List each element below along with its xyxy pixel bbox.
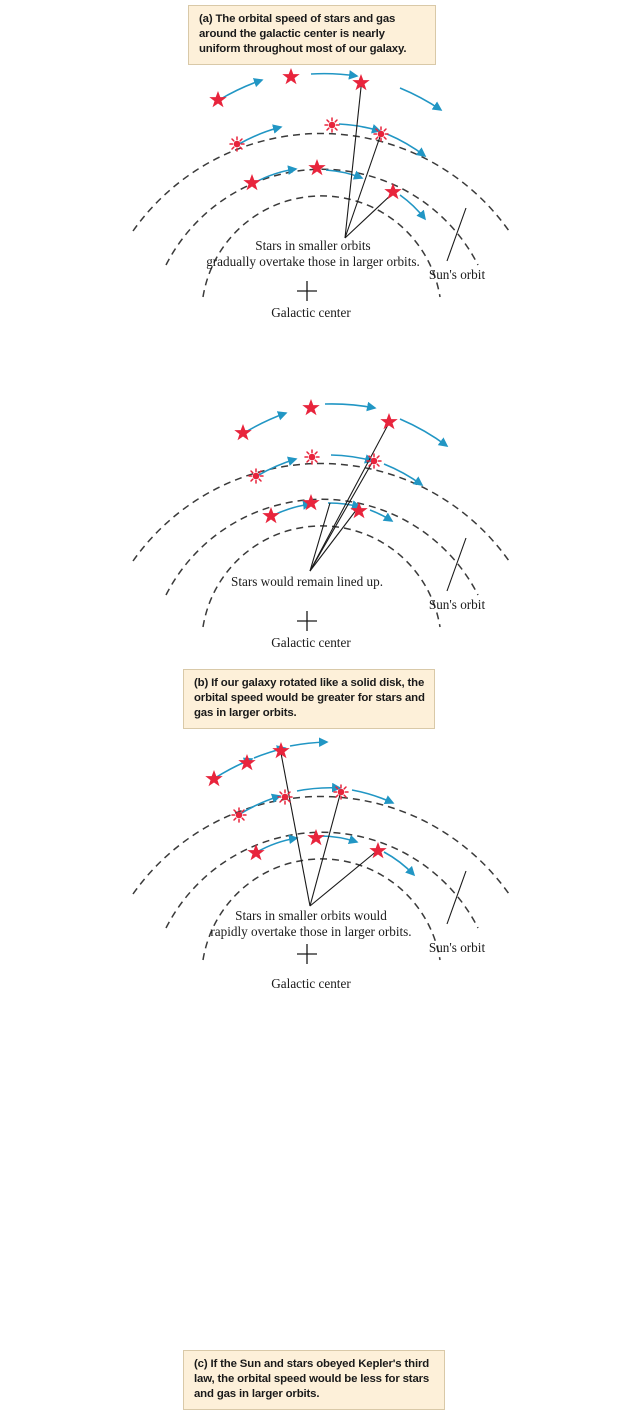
outer-orbit: [132, 462, 510, 562]
radial-lines-b: [309, 420, 391, 572]
galactic-center-label-a: Galactic center: [271, 305, 351, 320]
middle-orbit: [165, 831, 479, 929]
middle-orbit: [165, 498, 479, 596]
inner-orbit: [202, 195, 441, 298]
sun-marker: [231, 807, 247, 823]
orbit-arcs-c: [132, 795, 510, 961]
annotation-line1-c: Stars in smaller orbits would: [235, 908, 387, 923]
galactic-center-label-b: Galactic center: [271, 635, 351, 650]
suns-orbit-leader-c: [446, 870, 467, 925]
panel-b: Stars would remain lined up. Sun's orbit…: [0, 333, 625, 730]
galactic-center-label-c: Galactic center: [271, 976, 351, 991]
caption-box-b: (b) If our galaxy rotated like a solid d…: [183, 669, 435, 730]
star-marker: [308, 159, 326, 176]
star-marker: [307, 829, 325, 846]
diagram-b: Stars would remain lined up. Sun's orbit…: [132, 399, 510, 650]
sun-marker: [248, 468, 264, 484]
sun-marker: [373, 126, 389, 142]
annotation-line1-b: Stars would remain lined up.: [231, 574, 383, 589]
annotation-line1-a: Stars in smaller orbits: [255, 238, 370, 253]
galactic-center-cross: [297, 944, 317, 964]
suns-orbit-leader-a: [446, 207, 467, 262]
galactic-center-cross: [297, 281, 317, 301]
inner-orbit: [202, 858, 441, 961]
panel-c: Stars in smaller orbits would rapidly ov…: [0, 666, 625, 1410]
orbit-arcs-a: [132, 132, 510, 298]
orbit-markers-b: [234, 399, 398, 524]
annotation-line2-a: gradually overtake those in larger orbit…: [206, 254, 420, 269]
panel-a: Stars in smaller orbits gradually overta…: [0, 0, 625, 333]
sun-marker: [229, 136, 245, 152]
suns-orbit-label-b: Sun's orbit: [429, 597, 486, 612]
motion-arrows-a: [218, 70, 443, 221]
middle-orbit: [165, 168, 479, 266]
sun-marker: [366, 453, 382, 469]
star-marker: [282, 68, 300, 85]
sun-marker: [333, 784, 349, 800]
caption-box-c: (c) If the Sun and stars obeyed Kepler's…: [183, 1350, 445, 1410]
diagram-c: Stars in smaller orbits would rapidly ov…: [132, 737, 510, 991]
star-marker: [302, 494, 320, 511]
star-marker: [350, 502, 368, 519]
outer-orbit: [132, 132, 510, 232]
star-marker: [209, 91, 227, 108]
radial-lines-a: [344, 77, 394, 239]
inner-orbit: [202, 525, 441, 628]
caption-box-a: (a) The orbital speed of stars and gas a…: [188, 5, 436, 66]
sun-marker: [277, 789, 293, 805]
suns-orbit-label-a: Sun's orbit: [429, 267, 486, 282]
diagram-a: Stars in smaller orbits gradually overta…: [132, 68, 510, 320]
galactic-center-cross: [297, 611, 317, 631]
sun-marker: [304, 449, 320, 465]
annotation-line2-c: rapidly overtake those in larger orbits.: [210, 924, 411, 939]
star-marker: [380, 413, 398, 430]
orbit-arcs-b: [132, 462, 510, 628]
outer-orbit: [132, 795, 510, 895]
radial-lines-c: [279, 747, 379, 907]
star-marker: [234, 424, 252, 441]
suns-orbit-label-c: Sun's orbit: [429, 940, 486, 955]
sun-marker: [324, 117, 340, 133]
star-marker: [205, 770, 223, 787]
suns-orbit-leader-b: [446, 537, 467, 592]
star-marker: [384, 183, 402, 200]
orbit-markers-c: [205, 742, 387, 861]
star-marker: [302, 399, 320, 416]
star-marker: [247, 844, 265, 861]
star-marker: [238, 754, 256, 771]
